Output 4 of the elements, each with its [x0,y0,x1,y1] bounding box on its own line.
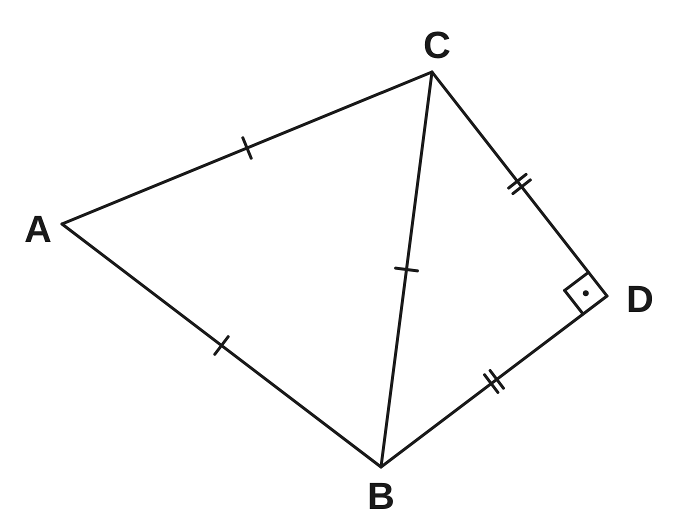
vertex-label: C [423,27,451,65]
vertex-label: A [24,211,52,249]
vertex-label: D [626,281,654,319]
vertex-label: B [367,478,395,516]
